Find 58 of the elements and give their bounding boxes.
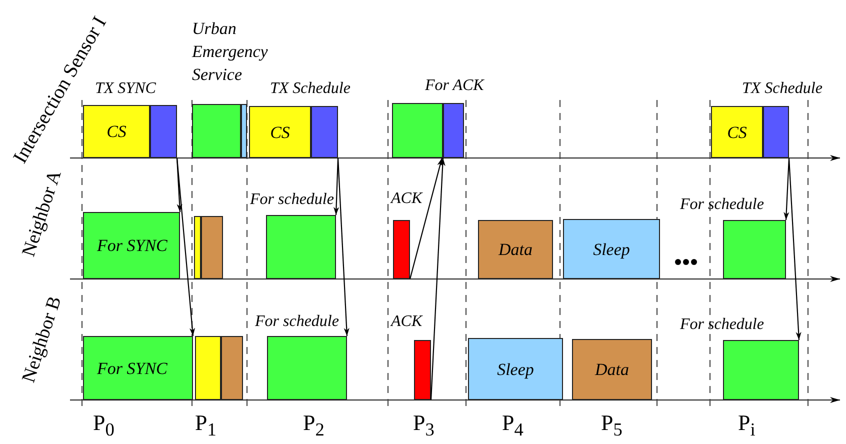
period-label: P$_{1}$ [195, 412, 216, 439]
arrow [409, 158, 443, 280]
slot-caption: ACK [391, 190, 422, 208]
block-label: CS [106, 123, 126, 140]
slot-block [723, 340, 799, 400]
slot-block [201, 216, 223, 279]
slot-caption: TX SYNC [95, 80, 156, 98]
slot-block [195, 336, 221, 400]
slot-block [267, 336, 347, 400]
slot-caption: For schedule [250, 191, 334, 210]
slot-block [83, 336, 193, 400]
period-label: P$_{5}$ [601, 412, 622, 439]
period-label: P$_{4}$ [502, 412, 524, 439]
arrow [430, 158, 446, 400]
ack-bar [393, 220, 410, 279]
slot-block [572, 339, 652, 400]
block-label: Data [595, 361, 629, 378]
period-label: P$_{0}$ [93, 412, 114, 439]
slot-caption: For schedule [255, 313, 339, 332]
slot-block [478, 220, 553, 279]
slot-block [763, 106, 789, 158]
slot-block [241, 104, 247, 158]
slot-block [311, 106, 338, 158]
slot-block [194, 216, 201, 279]
block-label: CS [727, 124, 747, 140]
block-label: Sleep [497, 360, 534, 378]
slot-block [150, 105, 177, 158]
slot-block [563, 219, 660, 279]
slot-caption: For schedule [680, 196, 764, 214]
block-label: For SYNC [97, 237, 168, 254]
slot-caption: ACK [391, 313, 422, 332]
period-label: P$_{2}$ [303, 412, 324, 439]
slot-caption: For ACK [425, 77, 484, 96]
slot-caption: TX Schedule [742, 80, 822, 98]
slot-block [711, 106, 763, 158]
slot-block [221, 336, 243, 400]
block-label: Data [498, 241, 532, 258]
block-label: For SYNC [97, 360, 168, 376]
slot-block [83, 105, 150, 158]
slot-block [249, 106, 311, 158]
slot-block [192, 104, 241, 158]
arrow [337, 158, 350, 336]
slot-block [83, 212, 180, 279]
slot-caption: Urban Emergency Service [192, 18, 269, 86]
slot-caption: TX Schedule [270, 80, 350, 98]
arrow [788, 158, 802, 340]
block-label: CS [270, 124, 290, 140]
arrow [176, 158, 196, 336]
slot-block [266, 215, 336, 279]
slot-block [443, 103, 464, 158]
slot-block [468, 338, 563, 400]
period-label: P$_{3}$ [413, 412, 434, 439]
block-label: Sleep [593, 240, 630, 258]
slot-block [723, 220, 786, 279]
period-label: P$_{i}$ [738, 412, 756, 439]
slot-caption: For schedule [680, 316, 764, 334]
ack-bar [414, 340, 431, 400]
slot-block [392, 103, 443, 158]
